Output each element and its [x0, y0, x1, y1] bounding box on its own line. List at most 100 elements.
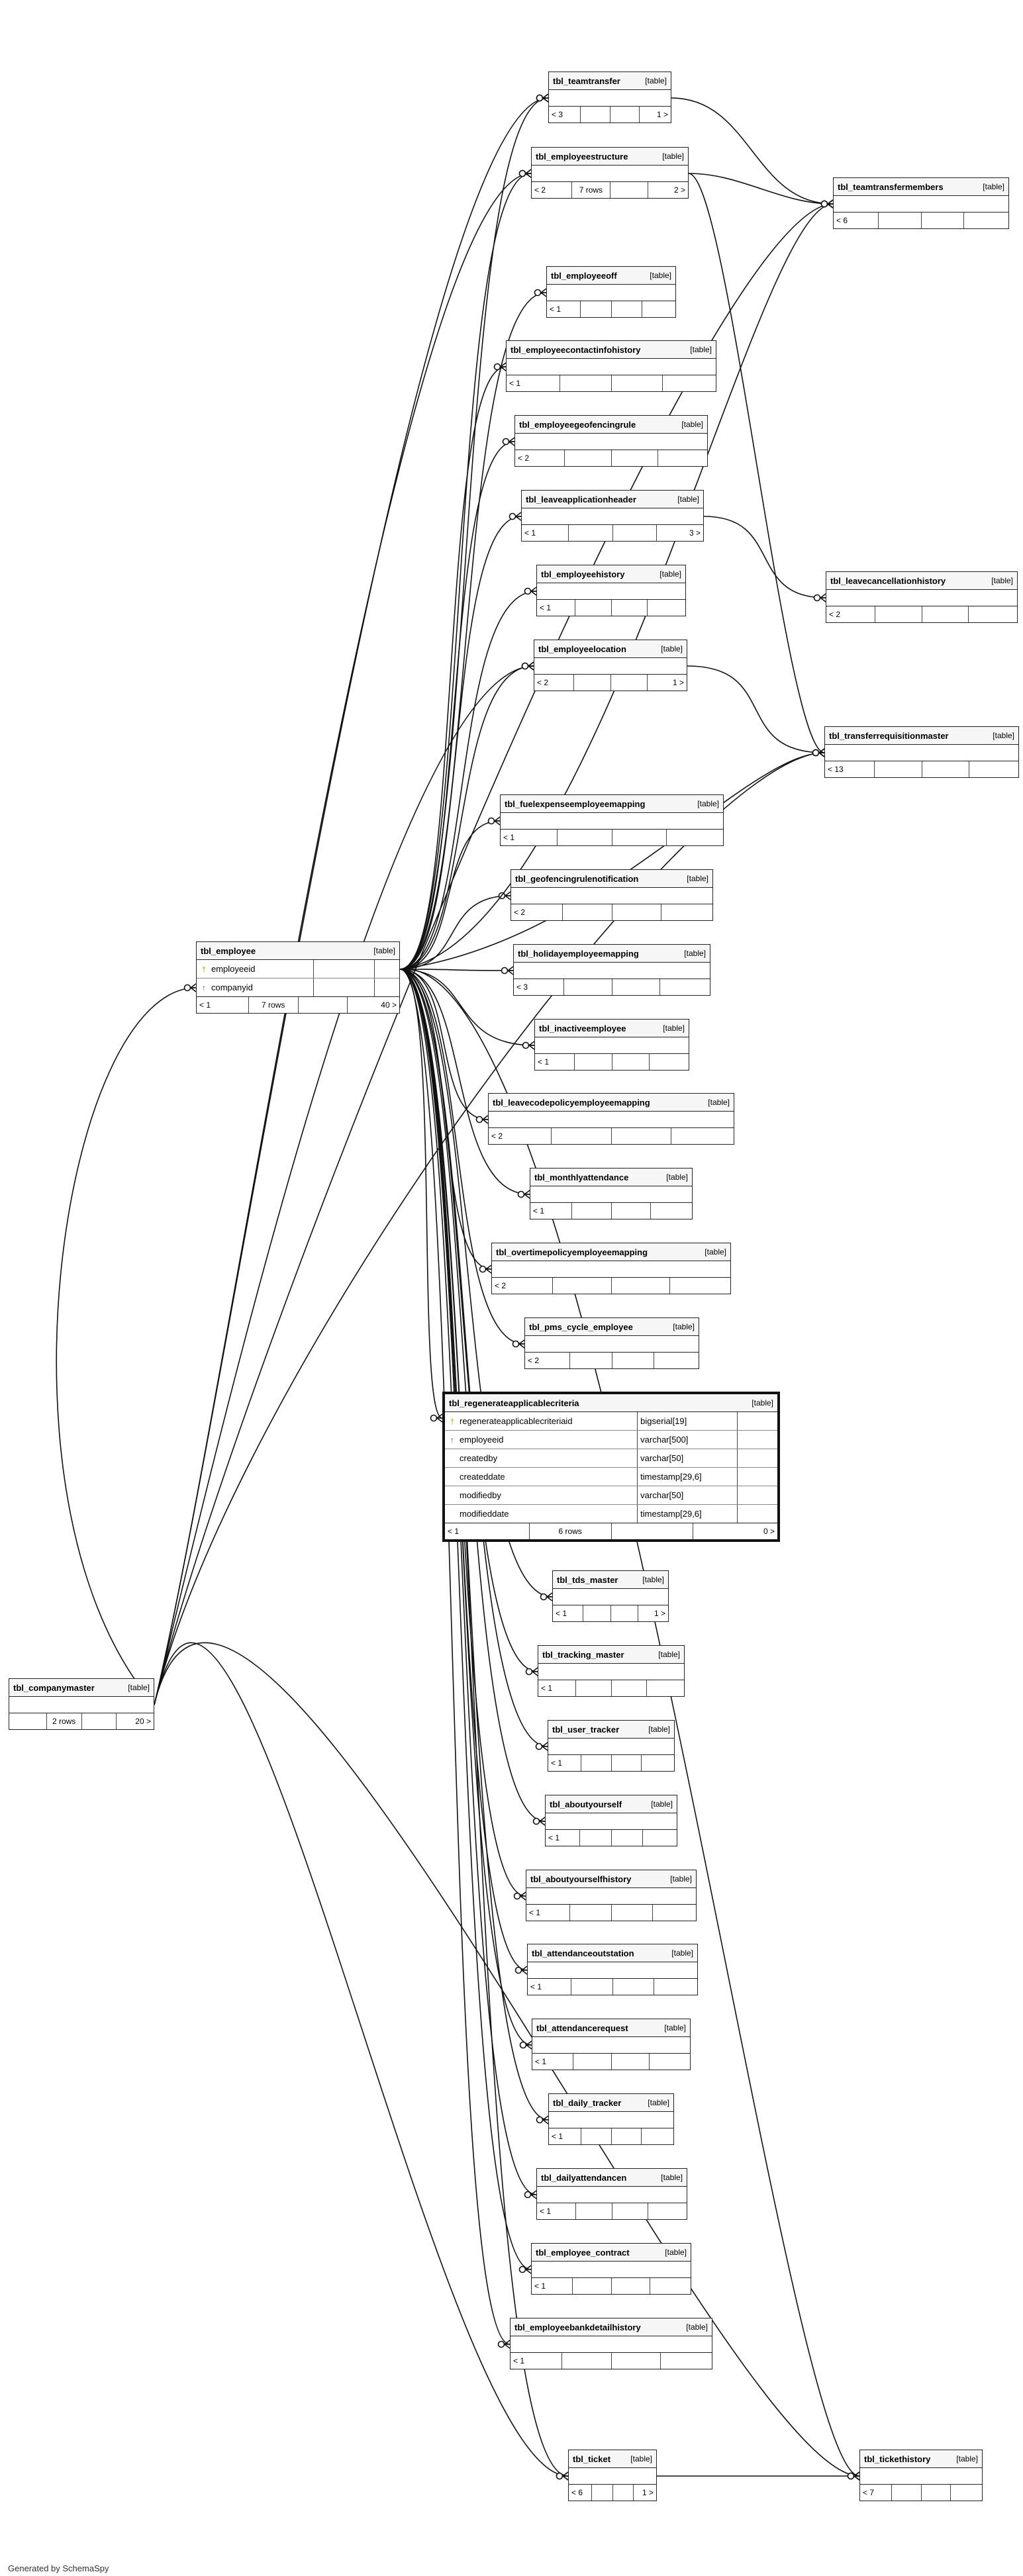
parents-count[interactable]: < 2	[489, 1128, 552, 1144]
table-tbl-attendanceoutstation[interactable]: tbl_attendanceoutstation[table]< 1	[527, 1944, 698, 1995]
table-name[interactable]: tbl_dailyattendancen	[541, 2172, 627, 2183]
children-count[interactable]	[969, 606, 1017, 622]
parents-count[interactable]: < 2	[532, 182, 573, 198]
parents-count[interactable]: < 1	[546, 1830, 580, 1846]
table-tbl-employeeoff[interactable]: tbl_employeeoff[table]< 1	[546, 266, 676, 318]
parents-count[interactable]: < 6	[834, 213, 879, 228]
table-name[interactable]: tbl_leavecancellationhistory	[830, 575, 946, 586]
table-name[interactable]: tbl_employeegeofencingrule	[519, 419, 636, 430]
table-tbl-holidayemployeemapping[interactable]: tbl_holidayemployeemapping[table]< 3	[513, 944, 710, 996]
parents-count[interactable]: < 1	[537, 2203, 576, 2219]
parents-count[interactable]: < 2	[525, 1353, 570, 1368]
children-count[interactable]	[670, 1278, 730, 1294]
children-count[interactable]	[648, 600, 685, 616]
table-name[interactable]: tbl_transferrequisitionmaster	[829, 730, 949, 741]
parents-count[interactable]: < 1	[501, 830, 558, 845]
children-count[interactable]: 40 >	[381, 1000, 397, 1010]
table-name[interactable]: tbl_employeestructure	[536, 151, 628, 162]
table-name[interactable]: tbl_companymaster	[13, 1682, 95, 1693]
children-count[interactable]: 3 >	[689, 528, 701, 538]
table-name[interactable]: tbl_attendanceoutstation	[532, 1948, 634, 1958]
parents-count[interactable]: < 1	[549, 2128, 582, 2144]
table-name[interactable]: tbl_leaveapplicationheader	[526, 494, 636, 504]
children-count[interactable]	[647, 1680, 684, 1696]
children-count[interactable]	[648, 2203, 687, 2219]
table-tbl-overtimepolicyemployeemapping[interactable]: tbl_overtimepolicyemployeemapping[table]…	[491, 1243, 731, 1294]
table-name[interactable]: tbl_aboutyourselfhistory	[530, 1874, 632, 1884]
table-tbl-user-tracker[interactable]: tbl_user_tracker[table]< 1	[548, 1720, 675, 1772]
parents-count[interactable]: < 1	[528, 1979, 572, 1995]
children-count[interactable]	[667, 830, 723, 845]
children-count[interactable]	[951, 2485, 982, 2501]
table-name[interactable]: tbl_inactiveemployee	[539, 1023, 626, 1033]
parents-count[interactable]: < 2	[515, 450, 565, 466]
parents-count[interactable]: < 2	[492, 1278, 554, 1294]
children-count[interactable]: 20 >	[135, 1717, 151, 1726]
parents-count[interactable]: < 1	[526, 1905, 571, 1921]
parents-count[interactable]: < 13	[825, 761, 875, 777]
parents-count[interactable]: < 2	[826, 606, 876, 622]
table-tbl-aboutyourselfhistory[interactable]: tbl_aboutyourselfhistory[table]< 1	[526, 1870, 697, 1921]
parents-count[interactable]: < 1	[511, 2353, 563, 2369]
table-tbl-tickethistory[interactable]: tbl_tickethistory[table]< 7	[859, 2450, 983, 2501]
children-count[interactable]: 1 >	[654, 1609, 665, 1618]
parents-count[interactable]: < 6	[569, 2485, 593, 2501]
table-tbl-regenerateapplicablecriteria[interactable]: tbl_regenerateapplicablecriteria[table]†…	[442, 1392, 780, 1542]
children-count[interactable]	[650, 2054, 690, 2070]
table-name[interactable]: tbl_tds_master	[557, 1574, 618, 1585]
table-name[interactable]: tbl_teamtransfermembers	[838, 181, 944, 192]
table-name[interactable]: tbl_attendancerequest	[536, 2023, 628, 2033]
table-tbl-employeegeofencingrule[interactable]: tbl_employeegeofencingrule[table]< 2	[514, 415, 708, 467]
table-tbl-pms-cycle-employee[interactable]: tbl_pms_cycle_employee[table]< 2	[524, 1317, 699, 1369]
children-count[interactable]: 1 >	[656, 110, 668, 119]
children-count[interactable]: 0 >	[763, 1527, 775, 1536]
table-tbl-monthlyattendance[interactable]: tbl_monthlyattendance[table]< 1	[530, 1168, 693, 1219]
table-name[interactable]: tbl_aboutyourself	[550, 1799, 622, 1809]
table-tbl-leavecodepolicyemployeemapping[interactable]: tbl_leavecodepolicyemployeemapping[table…	[488, 1093, 734, 1145]
parents-count[interactable]: < 2	[511, 904, 563, 920]
children-count[interactable]	[661, 904, 712, 920]
children-count[interactable]	[643, 1830, 677, 1846]
children-count[interactable]	[653, 1905, 696, 1921]
table-tbl-employeebankdetailhistory[interactable]: tbl_employeebankdetailhistory[table]< 1	[510, 2318, 712, 2369]
parents-count[interactable]: < 1	[537, 600, 576, 616]
parents-count[interactable]: < 1	[547, 301, 581, 317]
table-name[interactable]: tbl_tickethistory	[864, 2454, 931, 2464]
table-name[interactable]: tbl_holidayemployeemapping	[518, 948, 639, 959]
parents-count[interactable]: < 1	[197, 997, 249, 1013]
children-count[interactable]	[650, 1054, 689, 1070]
parents-count[interactable]: < 1	[522, 525, 569, 541]
children-count[interactable]	[642, 301, 675, 317]
children-count[interactable]	[663, 375, 716, 391]
table-name[interactable]: tbl_leavecodepolicyemployeemapping	[493, 1097, 650, 1108]
table-tbl-employee[interactable]: tbl_employee[table]†employeeid↑companyid…	[196, 941, 400, 1014]
table-name[interactable]: tbl_employeelocation	[538, 644, 626, 654]
table-name[interactable]: tbl_employee_contract	[536, 2247, 630, 2258]
table-name[interactable]: tbl_user_tracker	[552, 1724, 620, 1735]
table-name[interactable]: tbl_overtimepolicyemployeemapping	[496, 1247, 648, 1257]
table-tbl-dailyattendancen[interactable]: tbl_dailyattendancen[table]< 1	[536, 2168, 687, 2220]
parents-count[interactable]: < 1	[538, 1680, 577, 1696]
table-tbl-employee-contract[interactable]: tbl_employee_contract[table]< 1	[531, 2243, 691, 2295]
children-count[interactable]	[654, 1979, 697, 1995]
table-name[interactable]: tbl_geofencingrulenotification	[515, 873, 639, 884]
parents-count[interactable]: < 3	[514, 979, 565, 995]
table-name[interactable]: tbl_regenerateapplicablecriteria	[449, 1398, 579, 1408]
parents-count[interactable]: < 1	[553, 1605, 583, 1621]
table-tbl-leavecancellationhistory[interactable]: tbl_leavecancellationhistory[table]< 2	[826, 571, 1018, 623]
table-name[interactable]: tbl_ticket	[573, 2454, 611, 2464]
column-row[interactable]: †employeeid	[197, 960, 399, 978]
parents-count[interactable]: < 2	[534, 675, 574, 691]
children-count[interactable]: 2 >	[673, 185, 685, 195]
table-tbl-transferrequisitionmaster[interactable]: tbl_transferrequisitionmaster[table]< 13	[824, 726, 1019, 778]
parents-count[interactable]: < 1	[532, 2054, 573, 2070]
children-count[interactable]	[658, 450, 707, 466]
children-count[interactable]	[964, 213, 1008, 228]
parents-count[interactable]: < 1	[535, 1054, 575, 1070]
children-count[interactable]: 1 >	[672, 678, 684, 687]
